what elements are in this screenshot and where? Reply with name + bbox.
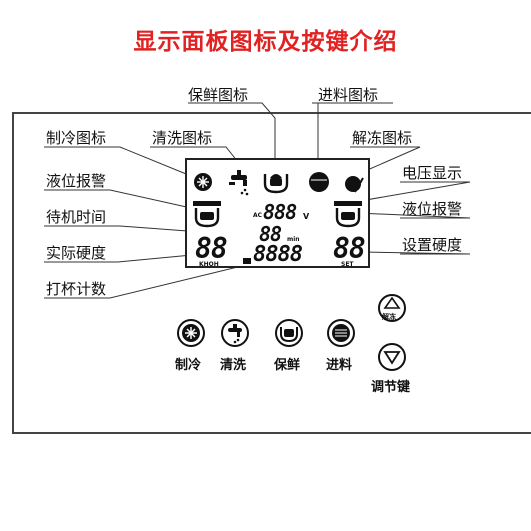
line-keep-fresh [188, 102, 276, 158]
label-feed-icon: 进料图标 [318, 86, 379, 104]
feed-button-label: 进料 [326, 358, 353, 373]
lcd-voltage-digits: 888 [263, 200, 297, 224]
lcd-icon-row [194, 170, 364, 196]
label-actual-hardness: 实际硬度 [46, 244, 107, 262]
line-feed [312, 102, 393, 158]
lcd-snowflake-icon [194, 173, 212, 191]
snowflake-icon [177, 319, 205, 347]
defrost-button-label: 解冻 [382, 313, 396, 321]
label-cup-count: 打杯计数 [46, 280, 107, 298]
lcd-level-alarm-right-icon [334, 201, 362, 228]
lcd-display: AC 888 V 88 min 88 KHOH 88 SET 8888 [185, 158, 370, 268]
label-keep-fresh-icon: 保鲜图标 [188, 86, 249, 104]
lcd-voltage-prefix: AC [253, 212, 263, 219]
lcd-cup-icon [243, 258, 251, 264]
label-cooling-icon: 制冷图标 [46, 129, 107, 147]
defrost-up-button[interactable] [377, 293, 407, 323]
line-level-right [356, 212, 471, 219]
lcd-count-digits: 8888 [253, 242, 303, 267]
label-level-alarm-right: 液位报警 [402, 200, 463, 218]
cooling-button-label: 制冷 [175, 358, 202, 373]
triangle-up-icon [378, 294, 406, 322]
page-title: 显示面板图标及按键介绍 [133, 29, 398, 55]
lcd-set-tag: SET [341, 261, 354, 268]
label-cleaning-icon: 清洗图标 [152, 129, 213, 147]
cleaning-button[interactable] [220, 318, 250, 348]
label-defrost-icon: 解冻图标 [352, 129, 413, 147]
lcd-time-unit: min [287, 236, 300, 243]
bowl-icon [275, 319, 303, 347]
keep-fresh-button-label: 保鲜 [274, 358, 301, 373]
line-set [361, 251, 471, 255]
lcd-defrost-icon [345, 176, 364, 193]
adjust-button-label: 调节键 [371, 380, 411, 395]
line-count [44, 263, 251, 299]
label-standby-time: 待机时间 [46, 208, 107, 226]
lcd-actual-digits: 88 [195, 232, 228, 265]
label-set-hardness: 设置硬度 [402, 236, 463, 254]
keep-fresh-button[interactable] [274, 318, 304, 348]
control-panel [12, 112, 531, 434]
adjust-down-button[interactable] [377, 342, 407, 372]
lcd-feed-icon [309, 172, 329, 192]
line-level-left [44, 189, 201, 211]
feed-button[interactable] [326, 318, 356, 348]
cleaning-button-label: 清洗 [220, 358, 247, 373]
lcd-level-alarm-left-icon [193, 201, 221, 228]
lcd-set-digits: 88 [333, 232, 366, 265]
line-cooling [44, 146, 197, 179]
lcd-actual-tag: KHOH [199, 261, 219, 268]
tap-icon [221, 319, 249, 347]
lcd-tap-icon [229, 170, 249, 196]
lcd-voltage-unit: V [303, 212, 310, 221]
feed-icon [327, 319, 355, 347]
lcd-time-digits: 88 [259, 222, 282, 246]
triangle-down-icon [378, 343, 406, 371]
line-actual [44, 254, 193, 263]
lcd-bowl-icon [263, 174, 289, 194]
line-defrost [350, 146, 421, 176]
cooling-button[interactable] [176, 318, 206, 348]
label-voltage-display: 电压显示 [402, 164, 463, 182]
label-level-alarm-left: 液位报警 [46, 172, 107, 190]
line-cleaning [150, 146, 239, 163]
